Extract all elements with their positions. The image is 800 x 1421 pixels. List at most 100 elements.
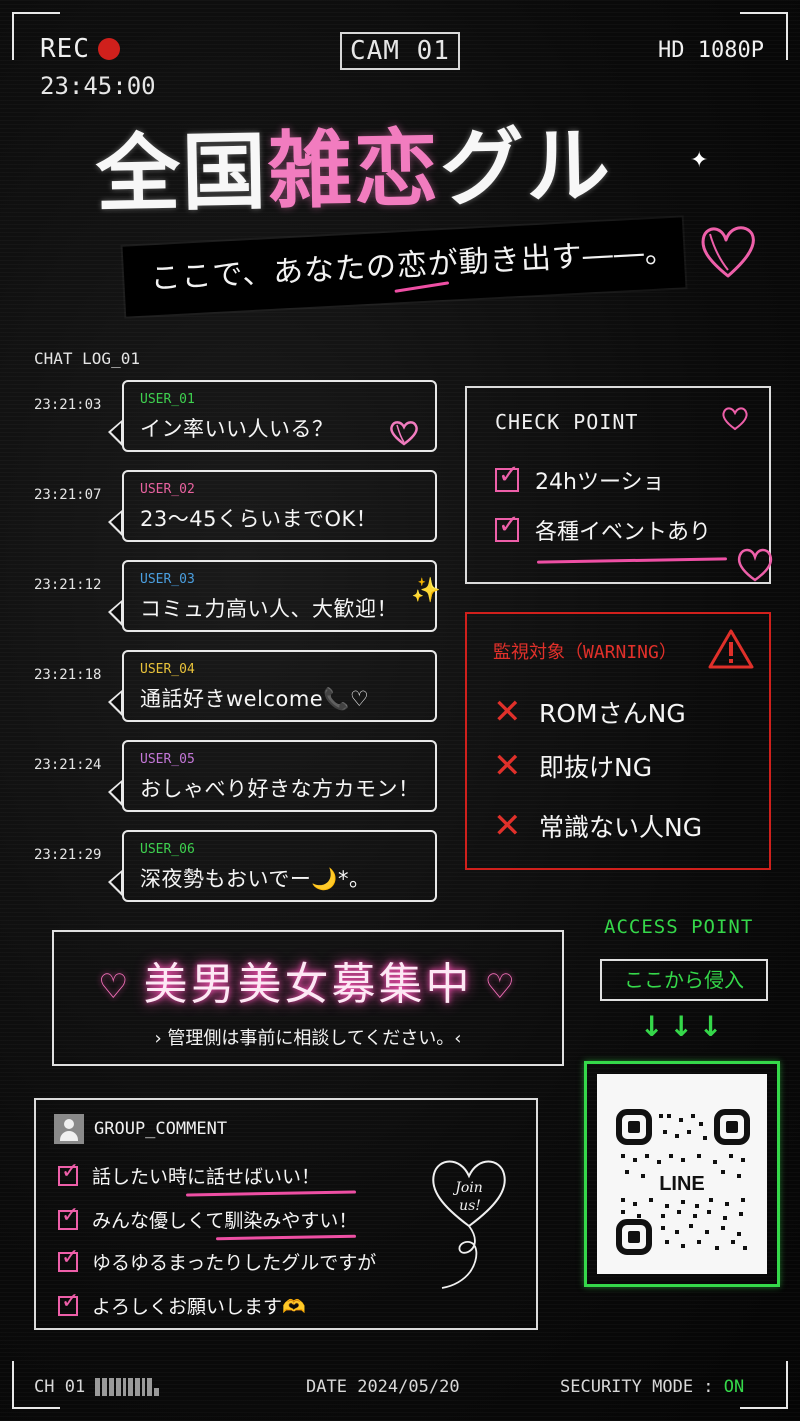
bubble-tail [108,420,122,446]
qr-code-frame[interactable]: LINE [584,1061,780,1287]
record-dot-icon [97,38,120,60]
message-bubble [122,830,437,902]
comment-text: みんな優しくて馴染みやすい！ [92,1210,358,1232]
underline-doodle [536,557,728,564]
check-item: 24hツーショ [495,460,665,496]
rec-indicator: REC [40,34,120,64]
heart-outline-icon: ♡ [98,967,132,1007]
cross-icon: ✕ [493,806,522,846]
message-time: 23:21:29 [34,847,102,863]
heart-icon [737,548,773,582]
join-button[interactable]: ここから侵入 [600,959,768,1001]
cross-icon: ✕ [493,692,522,732]
checkbox-checked-icon [495,460,520,492]
message-bubble [122,740,437,812]
qr-code[interactable]: LINE [597,1074,767,1274]
comment-text: よろしくお願いします🫶 [92,1296,306,1318]
page-title: 全国雑恋グル [95,117,613,224]
chat-message[interactable]: USER_02 23〜45くらいまでOK！ [108,470,437,542]
title-part-3: グル [439,116,613,218]
recruit-note: › 管理側は事前に相談してください。‹ [154,1028,462,1049]
heart-doodle-icon [701,226,755,278]
message-text: イン率いい人いる？ [140,417,334,441]
chat-message[interactable]: USER_04 通話好きwelcome📞♡ [108,650,437,722]
underline-doodle [215,1234,357,1241]
warning-panel: 監視対象（WARNING） ✕ ROMさんNG ✕ 即抜けNG ✕ 常識ない人N… [465,612,771,870]
group-comment-header: GROUP_COMMENT [54,1114,227,1144]
comment-text: ゆるゆるまったりしたグルですが [92,1252,377,1274]
warning-item: ✕ ROMさんNG [493,694,686,730]
resolution-label: HD 1080P [658,38,764,63]
recruit-headline-row: ♡ 美男美女募集中 ♡ [54,948,562,1012]
user-avatar-icon [54,1114,84,1144]
warning-item-label: 常識ない人NG [539,813,703,842]
warning-title: 監視対象（WARNING） [493,642,677,663]
signal-bars-icon [95,1378,160,1396]
message-bubble [122,380,437,452]
heart-icon [390,421,418,446]
checkbox-checked-icon [58,1159,79,1186]
message-bubble [122,650,437,722]
security-mode: SECURITY MODE : ON [560,1377,744,1397]
chat-message[interactable]: USER_05 おしゃべり好きな方カモン！ [108,740,437,812]
heart-outline-icon: ♡ [484,967,518,1007]
message-text: コミュ力高い人、大歓迎！ [140,597,398,621]
message-time: 23:21:18 [34,667,102,683]
message-user: USER_05 [140,752,195,767]
message-user: USER_03 [140,572,195,587]
checkbox-checked-icon [58,1245,79,1272]
title-part-1: 全国 [95,122,269,224]
checkbox-checked-icon [495,510,520,542]
comment-item: よろしくお願いします🫶 [58,1289,306,1319]
join-us-heart-icon: Join us! [432,1160,506,1289]
access-point-label: ACCESS POINT [604,916,754,938]
rec-label: REC [40,34,90,64]
message-user: USER_01 [140,392,195,407]
message-time: 23:21:12 [34,577,102,593]
message-user: USER_06 [140,842,195,857]
message-text: 23〜45くらいまでOK！ [140,507,378,531]
warning-triangle-icon [708,629,754,669]
message-text: おしゃべり好きな方カモン！ [140,777,420,801]
comment-text: 話したい時に話せばいい！ [92,1166,321,1188]
date-display: DATE 2024/05/20 [306,1377,460,1397]
date-value: 2024/05/20 [357,1377,460,1397]
warning-item: ✕ 即抜けNG [493,748,652,784]
warning-item-label: ROMさんNG [539,699,686,728]
bubble-tail [108,870,122,896]
checkbox-checked-icon [58,1203,79,1230]
chat-log-label: CHAT LOG_01 [34,349,140,368]
security-label: SECURITY MODE : [560,1377,714,1397]
chat-message[interactable]: USER_01 イン率いい人いる？ [108,380,437,452]
cross-icon: ✕ [493,746,522,786]
bubble-tail [108,690,122,716]
check-item: 各種イベントあり [495,510,711,546]
date-label: DATE [306,1377,347,1397]
line-qr-code-icon: LINE [616,1109,750,1255]
bubble-tail [108,600,122,626]
camera-label: CAM 01 [340,32,460,70]
recruit-headline: 美男美女募集中 [143,959,473,1010]
sparkles-icon: ✨ [411,576,441,604]
message-text: 深夜勢もおいでー🌙*。 [140,867,371,891]
svg-text:Join: Join [452,1180,483,1196]
underline-doodle [185,1190,357,1197]
bubble-tail [108,780,122,806]
bubble-tail [108,510,122,536]
security-status: ON [723,1377,745,1397]
viewfinder-corner-bottom-left [12,1361,60,1409]
message-text: 通話好きwelcome📞♡ [140,687,370,711]
chat-message[interactable]: USER_06 深夜勢もおいでー🌙*。 [108,830,437,902]
viewfinder-corner-top-left [12,12,60,60]
message-user: USER_04 [140,662,195,677]
message-bubble [122,560,437,632]
down-arrows-icon: ↓↓↓ [640,1010,729,1043]
chat-message[interactable]: USER_03 コミュ力高い人、大歓迎！ ✨ [108,560,441,632]
checkbox-checked-icon [58,1289,79,1316]
message-time: 23:21:07 [34,487,102,503]
svg-text:LINE: LINE [659,1173,705,1195]
subtitle-highlight: 恋 [396,247,429,284]
comment-item: ゆるゆるまったりしたグルですが [58,1245,377,1275]
check-point-title: CHECK POINT [495,410,639,434]
svg-text:us!: us! [459,1198,481,1214]
